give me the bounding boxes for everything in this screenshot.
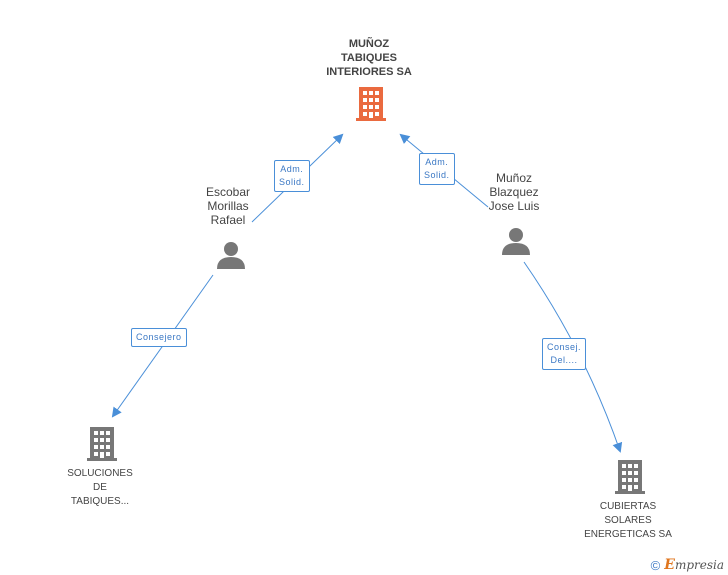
munoz-blazquez-person-icon[interactable] (501, 226, 531, 256)
munoz-blazquez-line-3: Jose Luis (488, 199, 540, 213)
relation-escobar-soluciones[interactable]: Consejero (131, 328, 187, 347)
main-company-line-3: INTERIORES SA (326, 66, 412, 78)
relation-munoz-cubiertas-line-2: Del.... (550, 355, 578, 365)
relation-escobar-soluciones-line-1: Consejero (136, 332, 182, 342)
empresia-logo-rest: mpresia (674, 558, 724, 572)
soluciones-line-1: SOLUCIONES (67, 468, 133, 479)
soluciones-line-3: TABIQUES... (70, 496, 130, 507)
relation-munoz-cubiertas-line-1: Consej. (547, 342, 582, 352)
footer-brand: © Empresia (651, 557, 724, 573)
munoz-blazquez-line-1: Muñoz (495, 171, 533, 185)
empresia-logo[interactable]: Empresia (664, 557, 724, 573)
munoz-blazquez-label: Muñoz Blazquez Jose Luis (474, 171, 554, 213)
soluciones-label: SOLUCIONES DE TABIQUES... (50, 467, 150, 509)
main-building-icon[interactable] (356, 87, 386, 121)
main-company-line-2: TABIQUES (340, 52, 398, 64)
relation-munoz-main[interactable]: Adm. Solid. (419, 153, 455, 185)
cubiertas-line-3: ENERGETICAS SA (584, 529, 672, 540)
empresia-logo-e: E (664, 557, 675, 573)
escobar-person-icon[interactable] (216, 240, 246, 270)
cubiertas-building-icon[interactable] (615, 460, 645, 494)
munoz-blazquez-line-2: Blazquez (489, 185, 539, 199)
soluciones-line-2: DE (93, 482, 107, 493)
escobar-line-3: Rafael (210, 213, 246, 227)
soluciones-building-icon[interactable] (87, 427, 117, 461)
relation-escobar-main[interactable]: Adm. Solid. (274, 160, 310, 192)
cubiertas-label: CUBIERTAS SOLARES ENERGETICAS SA (572, 500, 684, 542)
relation-escobar-main-line-2: Solid. (279, 177, 305, 187)
cubiertas-line-2: SOLARES (604, 515, 652, 526)
escobar-line-2: Morillas (207, 199, 249, 213)
main-company-label: MUÑOZ TABIQUES INTERIORES SA (300, 37, 438, 79)
relation-munoz-main-line-2: Solid. (424, 170, 450, 180)
main-company-line-1: MUÑOZ (348, 38, 390, 50)
escobar-label: Escobar Morillas Rafael (188, 185, 268, 227)
cubiertas-line-1: CUBIERTAS (599, 501, 657, 512)
escobar-line-1: Escobar (205, 185, 251, 199)
copyright-icon: © (650, 557, 661, 573)
relation-escobar-main-line-1: Adm. (280, 164, 304, 174)
relation-munoz-main-line-1: Adm. (425, 157, 449, 167)
relation-munoz-cubiertas[interactable]: Consej. Del.... (542, 338, 587, 370)
